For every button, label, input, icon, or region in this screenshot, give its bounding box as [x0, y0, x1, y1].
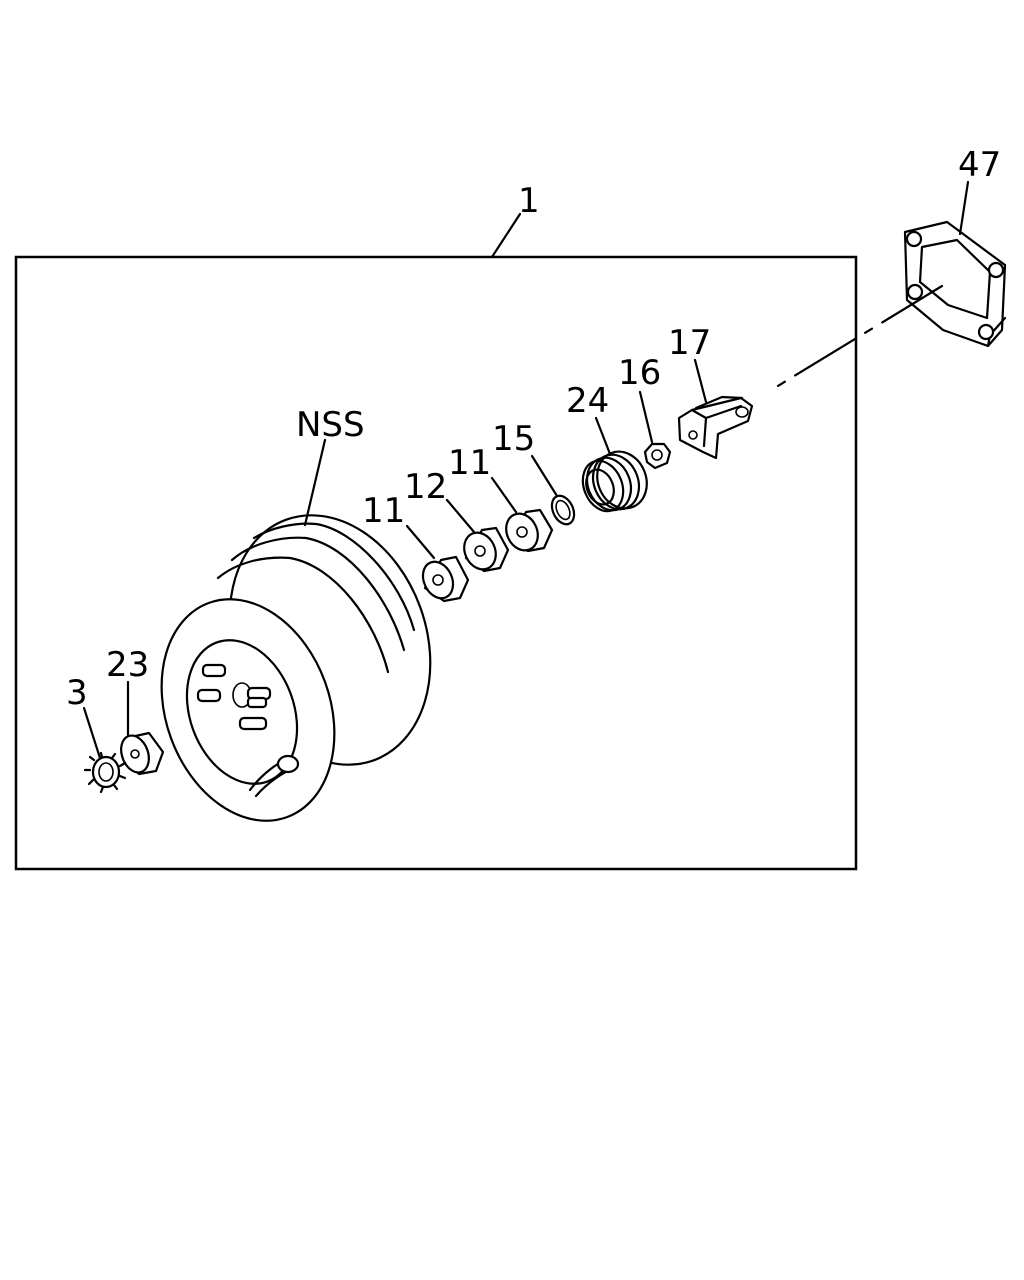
spacer-part-12 — [463, 526, 510, 573]
callout-47: 47 — [958, 145, 1001, 185]
brake-booster-nss — [160, 514, 432, 822]
callout-24: 24 — [566, 381, 609, 421]
clip-part-3 — [83, 751, 127, 794]
callout-nss: NSS — [296, 405, 365, 445]
callout-15: 15 — [492, 419, 535, 459]
clevis-part-17 — [677, 395, 754, 460]
nut-part-16 — [643, 442, 672, 470]
boot-part-24 — [581, 450, 648, 513]
callout-11-left: 11 — [362, 491, 405, 531]
seal-part-23 — [120, 731, 165, 776]
mounting-plate-part-47 — [903, 220, 1007, 348]
spacer-part-11-right — [505, 508, 554, 553]
spacer-part-11-left — [421, 555, 470, 603]
callout-3: 3 — [66, 673, 88, 713]
callout-23: 23 — [106, 645, 149, 685]
callout-11-right: 11 — [448, 443, 491, 483]
ring-part-15 — [550, 494, 576, 526]
callout-17: 17 — [668, 323, 711, 363]
booster-studs — [196, 663, 272, 731]
callout-16: 16 — [618, 353, 661, 393]
callout-1: 1 — [518, 181, 540, 221]
callout-12: 12 — [404, 467, 447, 507]
assembly-frame — [14, 255, 858, 871]
